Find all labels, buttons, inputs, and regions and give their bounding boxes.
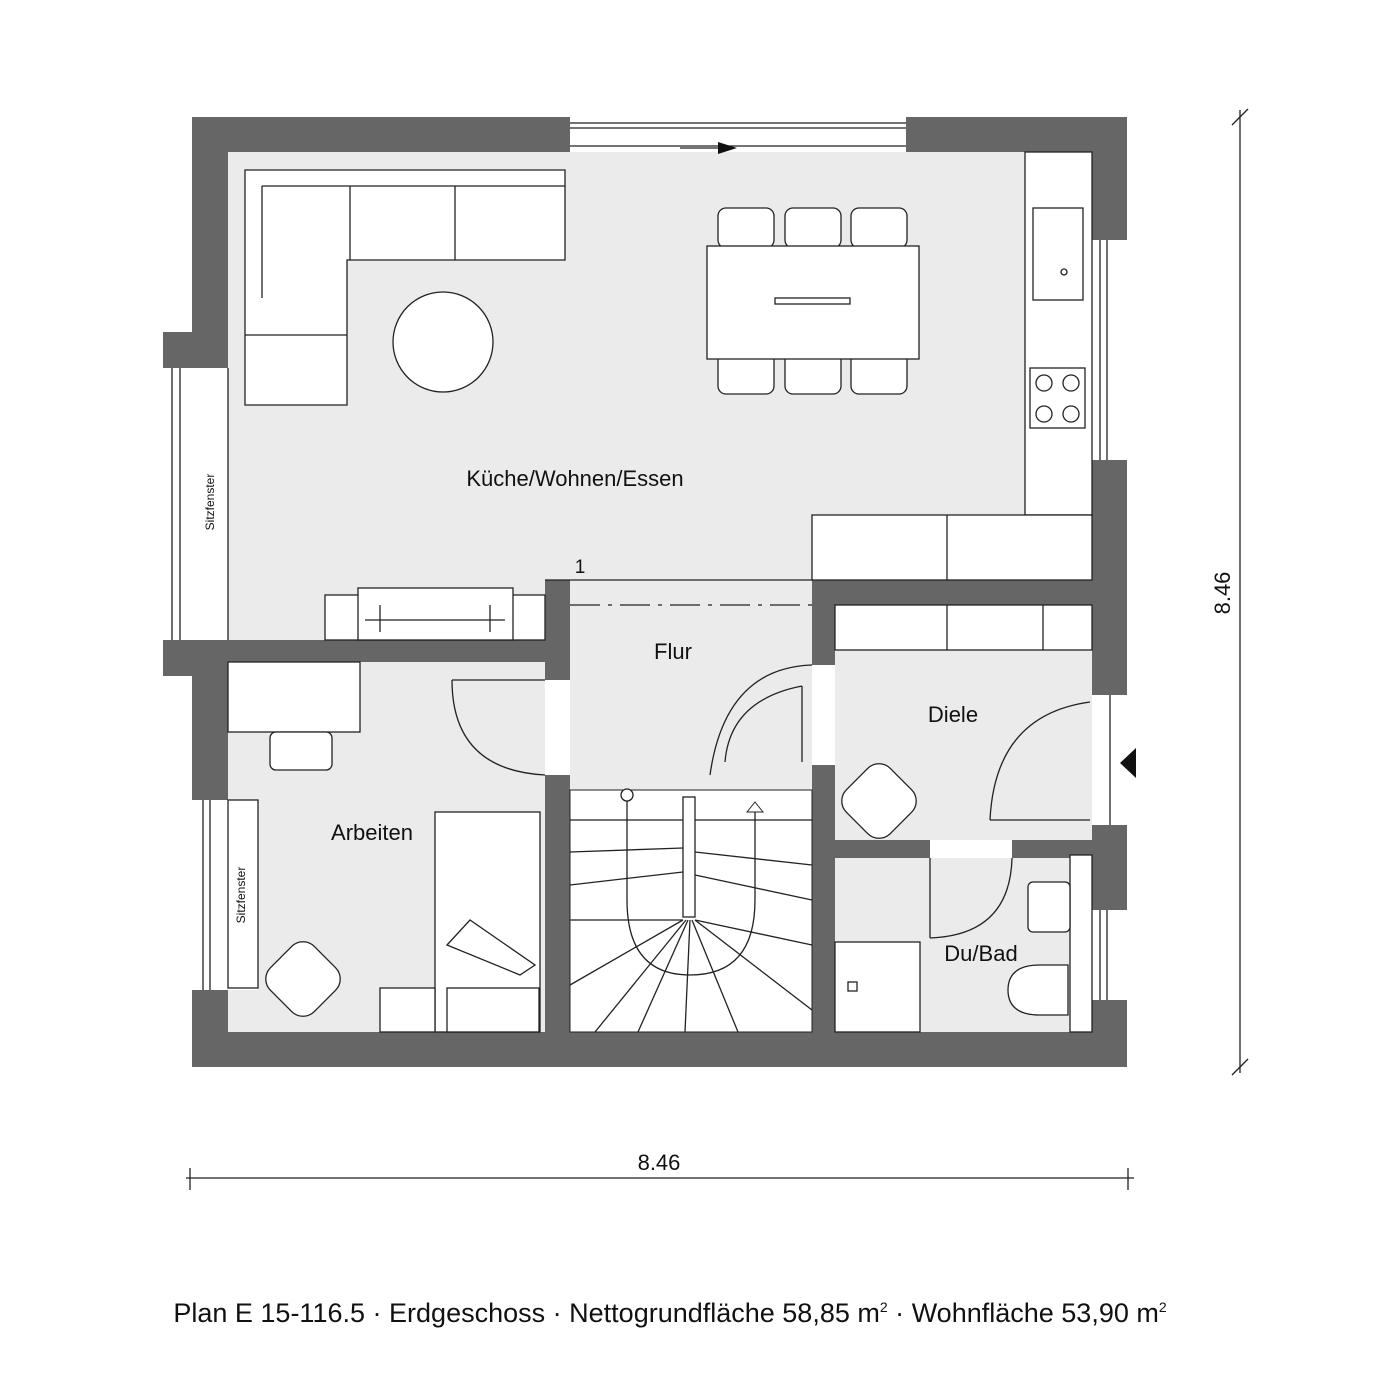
superscript: 2	[1158, 1299, 1167, 1315]
plan-id: Plan E 15-116.5	[173, 1298, 365, 1328]
sofa	[244, 169, 566, 406]
separator: ·	[552, 1298, 562, 1328]
washbasin-icon	[1027, 881, 1071, 933]
armchair	[265, 941, 341, 1017]
staircase	[569, 788, 813, 1033]
right-kitchen-window	[1092, 240, 1127, 460]
room-label-hall: Flur	[654, 639, 692, 664]
section-marker: 1	[575, 557, 586, 578]
entrance-door	[1092, 695, 1136, 825]
left-seat-window	[163, 368, 229, 640]
dimension-vertical: 8.46	[1210, 108, 1249, 1076]
toilet-icon	[1007, 964, 1069, 1016]
interior-walls	[228, 580, 1092, 1032]
wardrobe	[834, 604, 1093, 651]
seat-window-label: Sitzfenster	[234, 867, 248, 924]
separator: ·	[895, 1298, 905, 1328]
top-window	[570, 117, 906, 154]
sliding-arrow-icon	[718, 142, 737, 154]
bath-fixtures	[834, 854, 1093, 1033]
kitchen-counter	[811, 151, 1093, 581]
dining-table	[706, 207, 920, 395]
superscript: 2	[879, 1299, 888, 1315]
room-label-living: Küche/Wohnen/Essen	[466, 466, 683, 491]
study-seat-window	[192, 799, 259, 990]
dimension-width: 8.46	[638, 1150, 681, 1175]
dimension-depth: 8.46	[1210, 572, 1235, 615]
room-label-study: Arbeiten	[331, 820, 413, 845]
bath-window	[1092, 910, 1127, 1000]
living-area: Wohnfläche 53,90 m	[911, 1298, 1159, 1328]
net-area: Nettogrundfläche 58,85 m	[569, 1298, 880, 1328]
seat-window-label: Sitzfenster	[203, 474, 217, 531]
cooktop-icon	[1029, 367, 1086, 429]
armchair	[841, 763, 917, 839]
stair-up-arrow-icon	[745, 801, 765, 813]
entrance-arrow-icon	[1120, 748, 1136, 778]
sink-icon	[1032, 207, 1084, 301]
study-furniture	[227, 661, 541, 1033]
dimension-horizontal: 8.46	[186, 1150, 1134, 1190]
door-swings	[451, 664, 1091, 939]
sideboard	[324, 587, 546, 641]
coffee-table	[392, 291, 494, 393]
separator: ·	[372, 1298, 382, 1328]
room-label-bath: Du/Bad	[944, 941, 1017, 966]
floor-name: Erdgeschoss	[389, 1298, 546, 1328]
room-label-foyer: Diele	[928, 702, 978, 727]
plan-caption: Plan E 15-116.5 · Erdgeschoss · Nettogru…	[0, 1298, 1340, 1329]
